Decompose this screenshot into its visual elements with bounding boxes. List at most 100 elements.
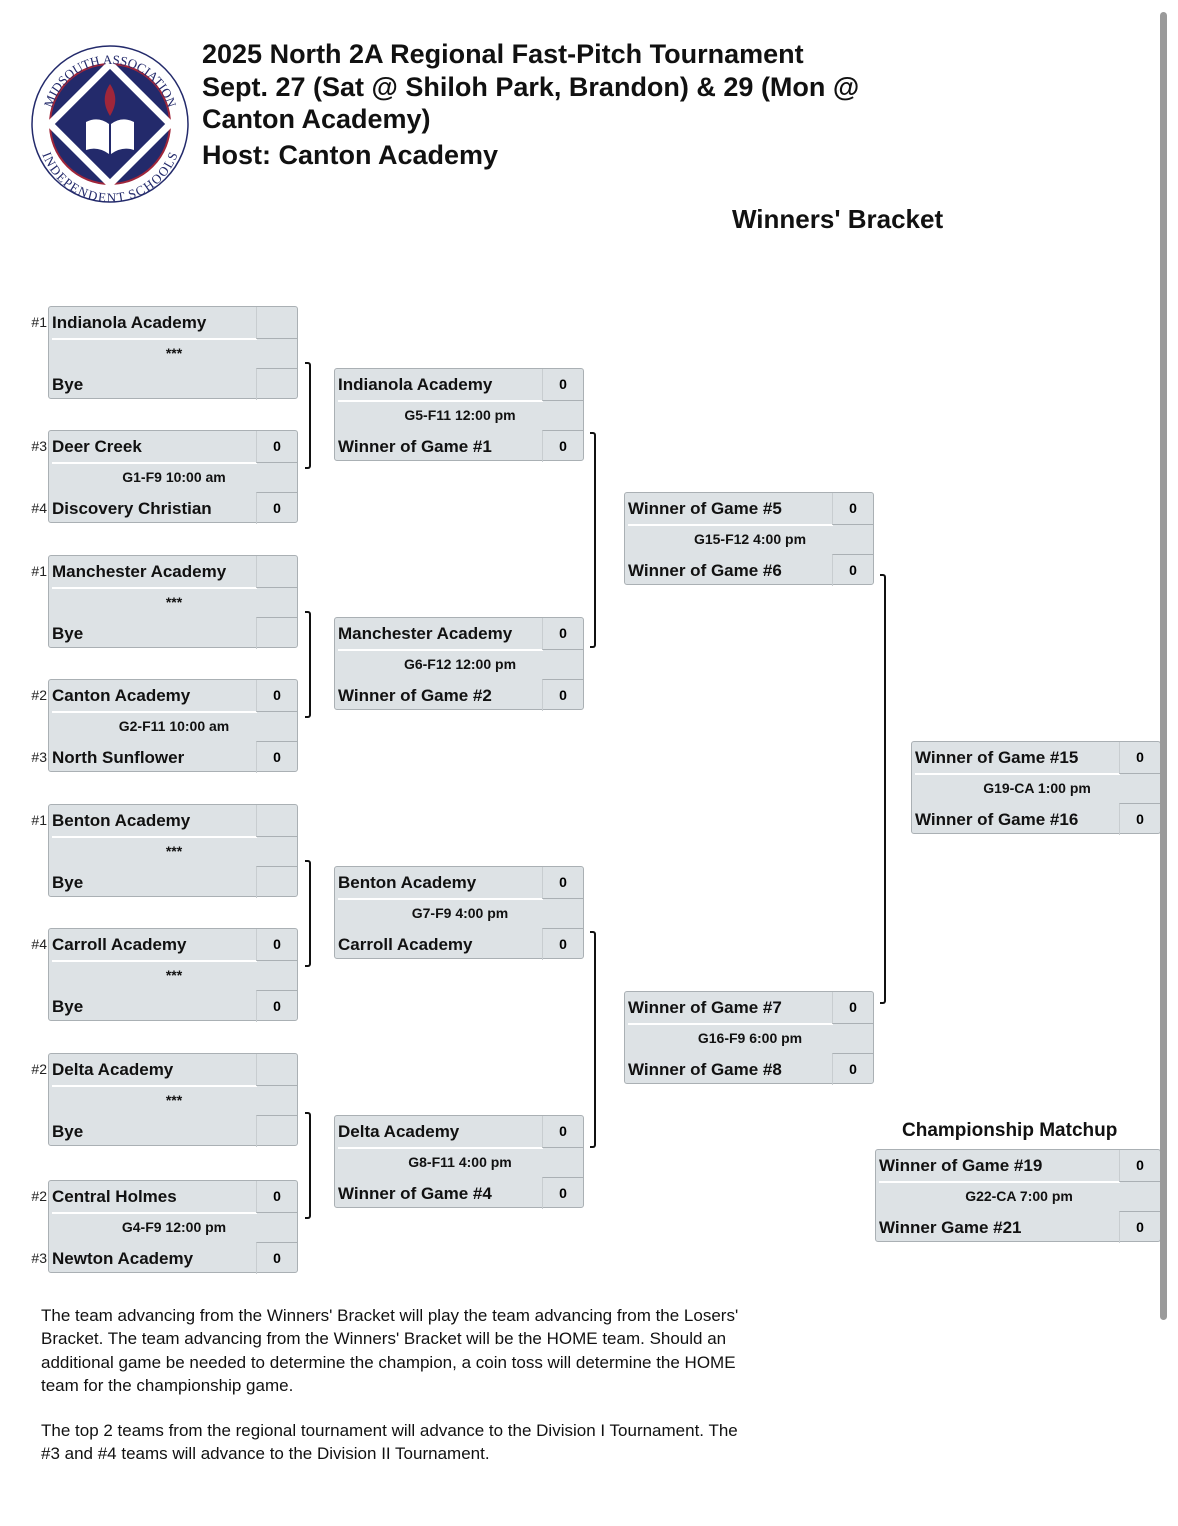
team-2-name: North Sunflower bbox=[52, 748, 185, 767]
team-2-name: Winner of Game #2 bbox=[338, 686, 492, 705]
bracket-connector bbox=[305, 1112, 311, 1219]
team-1-name: Indianola Academy bbox=[52, 307, 257, 340]
team-2-name: Bye bbox=[52, 1122, 84, 1141]
team-2-score: 0 bbox=[256, 492, 297, 524]
game-info: *** bbox=[165, 967, 183, 983]
game-info: G5-F11 12:00 pm bbox=[404, 407, 516, 423]
title-line: 2025 North 2A Regional Fast-Pitch Tourna… bbox=[202, 39, 804, 69]
team-2-name: Carroll Academy bbox=[338, 935, 473, 954]
team-2-name: Discovery Christian bbox=[52, 499, 212, 518]
team-1-score: 0 bbox=[832, 493, 873, 525]
seed-label: #1 bbox=[31, 812, 47, 828]
team-1-score: 0 bbox=[256, 680, 297, 712]
team-2-score: 0 bbox=[256, 1242, 297, 1274]
team-1-name: Manchester Academy bbox=[338, 618, 543, 651]
team-2-score: 0 bbox=[1119, 803, 1160, 835]
team-1-score: 0 bbox=[1119, 742, 1160, 774]
seed-label: #4 bbox=[31, 500, 47, 516]
bracket-connector bbox=[590, 432, 596, 648]
game-info: G7-F9 4:00 pm bbox=[411, 905, 509, 921]
team-1-score: 0 bbox=[256, 929, 297, 961]
team-2-name: Winner of Game #1 bbox=[338, 437, 492, 456]
scrollbar[interactable] bbox=[1160, 12, 1167, 1320]
game-info: *** bbox=[165, 843, 183, 859]
team-2-score: 0 bbox=[542, 430, 583, 462]
seed-label: #1 bbox=[31, 563, 47, 579]
team-1-name: Indianola Academy bbox=[338, 369, 543, 402]
team-1-score: 0 bbox=[256, 1181, 297, 1213]
team-1-name: Carroll Academy bbox=[52, 929, 257, 962]
team-1-score: 0 bbox=[542, 369, 583, 401]
team-2-name: Winner of Game #6 bbox=[628, 561, 782, 580]
team-2-score: 0 bbox=[1119, 1211, 1160, 1243]
team-1-score: 0 bbox=[832, 992, 873, 1024]
team-1-score: 0 bbox=[542, 867, 583, 899]
team-2-score: 0 bbox=[256, 990, 297, 1022]
team-2-name: Bye bbox=[52, 997, 84, 1016]
game-info: G4-F9 12:00 pm bbox=[121, 1219, 227, 1235]
team-1-name: Winner of Game #19 bbox=[879, 1150, 1120, 1183]
game-info: G8-F11 4:00 pm bbox=[408, 1154, 512, 1170]
team-1-score: 0 bbox=[542, 1116, 583, 1148]
note-paragraph: The team advancing from the Winners' Bra… bbox=[41, 1306, 739, 1395]
bracket-connector bbox=[880, 574, 886, 1004]
team-2-name: Winner Game #21 bbox=[879, 1218, 1022, 1237]
game-box: Winner of Game #5 G15-F12 4:00 pm Winner o… bbox=[624, 492, 874, 586]
team-1-name: Winner of Game #5 bbox=[628, 493, 833, 526]
championship-title: Championship Matchup bbox=[902, 1120, 1118, 1141]
team-1-name: Winner of Game #7 bbox=[628, 992, 833, 1025]
team-1-score: 0 bbox=[542, 618, 583, 650]
team-2-name: Bye bbox=[52, 873, 84, 892]
seed-label: #1 bbox=[31, 314, 47, 330]
seed-label: #2 bbox=[31, 1188, 47, 1204]
team-2-score: 0 bbox=[832, 554, 873, 586]
team-2-score bbox=[256, 866, 297, 898]
bracket-connector bbox=[305, 362, 311, 469]
bracket-connector bbox=[590, 931, 596, 1148]
game-info: G6-F12 12:00 pm bbox=[403, 656, 517, 672]
seed-label: #2 bbox=[31, 1061, 47, 1077]
title-line: Sept. 27 (Sat @ Shiloh Park, Brandon) & … bbox=[202, 71, 860, 102]
section-title: Winners' Bracket bbox=[732, 204, 944, 234]
team-2-score: 0 bbox=[542, 1177, 583, 1209]
team-1-name: Delta Academy bbox=[338, 1116, 543, 1149]
team-2-score: 0 bbox=[256, 741, 297, 773]
game-info: G2-F11 10:00 am bbox=[118, 718, 230, 734]
host-line: Host: Canton Academy bbox=[202, 139, 499, 170]
team-1-name: Manchester Academy bbox=[52, 556, 257, 589]
team-1-score bbox=[256, 307, 297, 339]
team-2-score bbox=[256, 617, 297, 649]
team-2-name: Bye bbox=[52, 375, 84, 394]
note-paragraph: The top 2 teams from the regional tourna… bbox=[41, 1421, 738, 1464]
seed-label: #3 bbox=[31, 438, 47, 454]
game-box: Carroll Academy *** Bye 0 0 bbox=[48, 928, 298, 1022]
team-2-score bbox=[256, 1115, 297, 1147]
game-info: G19-CA 1:00 pm bbox=[983, 780, 1091, 796]
game-info: *** bbox=[165, 1092, 183, 1108]
game-info: G1-F9 10:00 am bbox=[122, 469, 226, 485]
game-info: G15-F12 4:00 pm bbox=[693, 531, 807, 547]
game-box: Indianola Academy *** Bye bbox=[48, 306, 298, 400]
seed-label: #3 bbox=[31, 749, 47, 765]
team-2-name: Bye bbox=[52, 624, 84, 643]
team-1-name: Deer Creek bbox=[52, 431, 257, 464]
team-1-name: Benton Academy bbox=[52, 805, 257, 838]
game-info: *** bbox=[165, 345, 183, 361]
team-2-score: 0 bbox=[542, 928, 583, 960]
game-info: G16-F9 6:00 pm bbox=[697, 1030, 803, 1046]
notes: The team advancing from the Winners' Bra… bbox=[41, 1304, 761, 1488]
team-1-name: Winner of Game #15 bbox=[915, 742, 1120, 775]
game-box: Manchester Academy***Bye bbox=[48, 555, 298, 649]
bracket-connector bbox=[305, 860, 311, 967]
bracket-connector bbox=[305, 611, 311, 718]
team-2-score bbox=[256, 368, 297, 400]
team-2-score: 0 bbox=[832, 1053, 873, 1085]
game-box: Delta Academy***Bye bbox=[48, 1053, 298, 1147]
